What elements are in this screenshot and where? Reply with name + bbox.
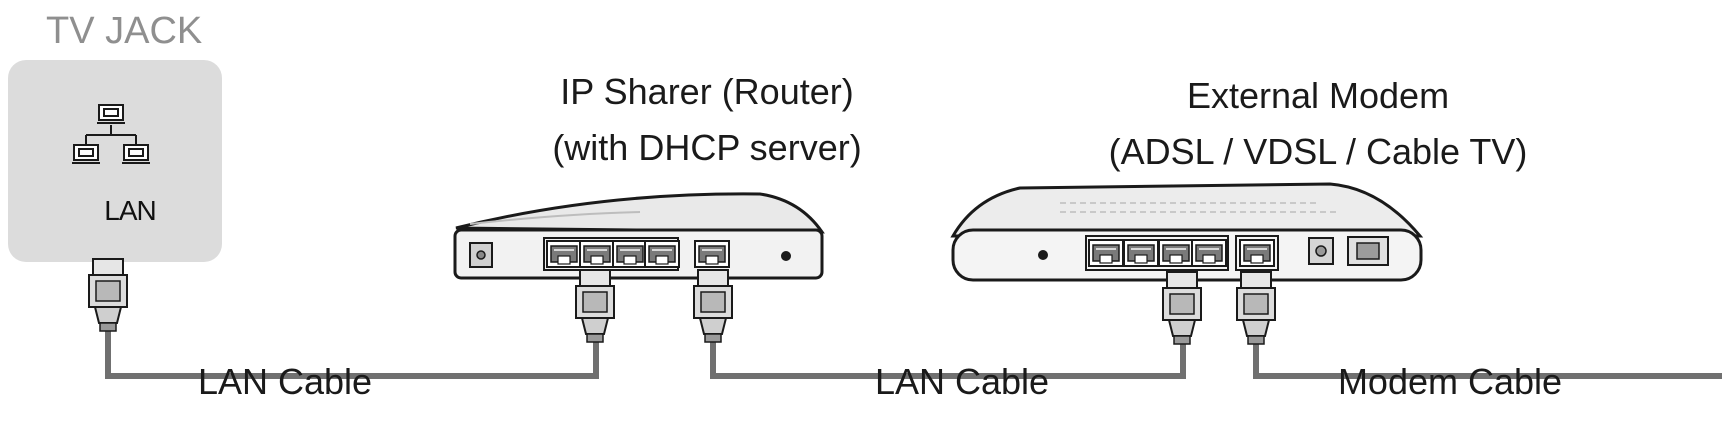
router-subtitle: (with DHCP server) [552,127,862,168]
modem-title: External Modem [1186,75,1450,116]
rj45-plug-modem-lan [1162,271,1202,345]
modem-cable-label: Modem Cable [1337,361,1563,402]
modem-cable-line [1253,330,1722,379]
modem-device [950,182,1424,282]
lan-port-label: LAN [104,195,156,226]
lan-cable-line-1 [105,318,599,379]
rj45-plug-router-wan [693,269,733,343]
tv-jack-title: TV JACK [46,10,203,52]
lan-cable-label-1: LAN Cable [197,361,373,402]
rj45-plug-router-lan [575,269,615,343]
rj45-plug-tv-jack [88,258,128,332]
router-title: IP Sharer (Router) [560,71,854,112]
network-icon [72,104,150,164]
lan-cable-label-2: LAN Cable [874,361,1050,402]
router-device [453,192,825,280]
tv-jack-panel [8,60,222,262]
lan-cable-line-2 [710,330,1186,379]
modem-subtitle: (ADSL / VDSL / Cable TV) [1108,131,1528,172]
rj45-plug-modem-line [1236,271,1276,345]
